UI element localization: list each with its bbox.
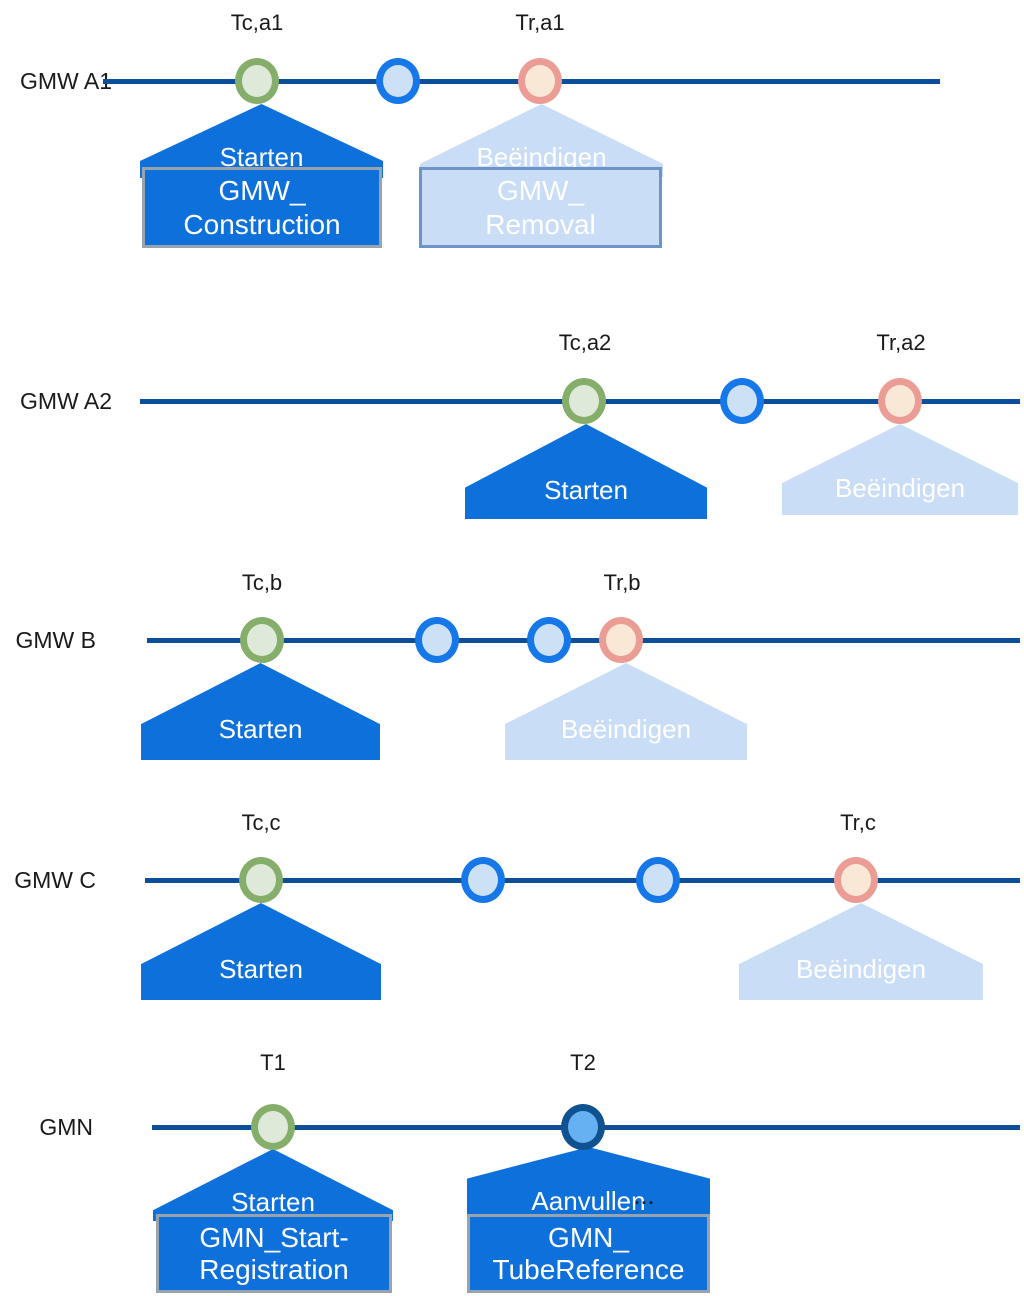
- start-event-label: Starten: [219, 142, 304, 172]
- t2-marker: [561, 1104, 605, 1150]
- removal-marker: [834, 857, 878, 903]
- row-label: GMW C: [14, 867, 96, 893]
- start-event-label: Starten: [231, 1187, 315, 1217]
- removal-marker: [518, 58, 562, 104]
- time-label-tc-c: Tc,c: [241, 810, 281, 835]
- gmw-removal-box: GMW_ Removal: [419, 167, 662, 248]
- start-event-label: Starten: [544, 475, 628, 505]
- construction-marker: [235, 58, 279, 104]
- time-label-tr-b: Tr,b: [603, 570, 641, 595]
- time-label-t2: T2: [570, 1050, 596, 1075]
- event-marker: [461, 857, 505, 903]
- doc-line: TubeReference: [492, 1253, 685, 1285]
- start-event-callout: Starten: [465, 424, 707, 519]
- doc-line: Removal: [485, 208, 596, 240]
- doc-line: GMW_: [218, 174, 306, 206]
- doc-line: Registration: [199, 1253, 349, 1285]
- time-label-tr-a2: Tr,a2: [876, 330, 926, 355]
- row-label: GMW A1: [19, 68, 112, 94]
- start-event-callout: Starten: [141, 663, 380, 760]
- end-event-callout: Beëindigen: [739, 903, 983, 1000]
- gmn-tube-reference-box: GMN_ TubeReference: [467, 1214, 710, 1293]
- end-event-label: Beëindigen: [476, 142, 607, 172]
- event-marker: [527, 617, 571, 663]
- ellipsis-indicator: ...: [634, 1188, 656, 1208]
- time-label-tr-c: Tr,c: [840, 810, 876, 835]
- gmn-start-registration-box: GMN_Start- Registration: [156, 1214, 392, 1293]
- gmw-construction-box: GMW_ Construction: [142, 167, 382, 248]
- time-label-t1: T1: [260, 1050, 286, 1075]
- end-event-label: Beëindigen: [560, 714, 692, 744]
- event-marker: [720, 378, 764, 424]
- time-label-tr-a1: Tr,a1: [515, 10, 565, 35]
- start-event-callout: Starten: [141, 903, 381, 1000]
- time-label-tc-a1: Tc,a1: [230, 10, 284, 35]
- start-event-callout: Starten: [153, 1149, 393, 1221]
- removal-marker: [878, 378, 922, 424]
- row-label: GMW A2: [19, 388, 112, 414]
- construction-marker: [562, 378, 606, 424]
- row-label: GMW B: [15, 627, 97, 653]
- row-label: GMN: [39, 1114, 93, 1140]
- doc-line: Construction: [183, 208, 341, 240]
- t1-marker: [251, 1104, 295, 1150]
- event-marker: [636, 857, 680, 903]
- timeline-line: [145, 878, 1020, 883]
- supplement-event-label: Aanvullen: [531, 1186, 646, 1216]
- end-event-label: Beëindigen: [834, 473, 966, 503]
- start-event-label: Starten: [218, 714, 303, 744]
- end-event-label: Beëindigen: [795, 954, 927, 984]
- doc-line: GMN_Start-: [199, 1221, 349, 1253]
- time-label-tc-b: Tc,b: [241, 570, 283, 595]
- timeline-line: [147, 638, 1020, 643]
- construction-marker: [239, 857, 283, 903]
- start-event-label: Starten: [219, 954, 303, 984]
- event-marker: [415, 617, 459, 663]
- end-event-callout: Beëindigen: [782, 424, 1018, 515]
- doc-line: GMN_: [548, 1221, 629, 1253]
- removal-marker: [599, 617, 643, 663]
- time-label-tc-a2: Tc,a2: [558, 330, 612, 355]
- construction-marker: [240, 617, 284, 663]
- doc-line: GMW_: [496, 174, 585, 206]
- event-marker: [376, 58, 420, 104]
- end-event-callout: Beëindigen: [505, 663, 747, 760]
